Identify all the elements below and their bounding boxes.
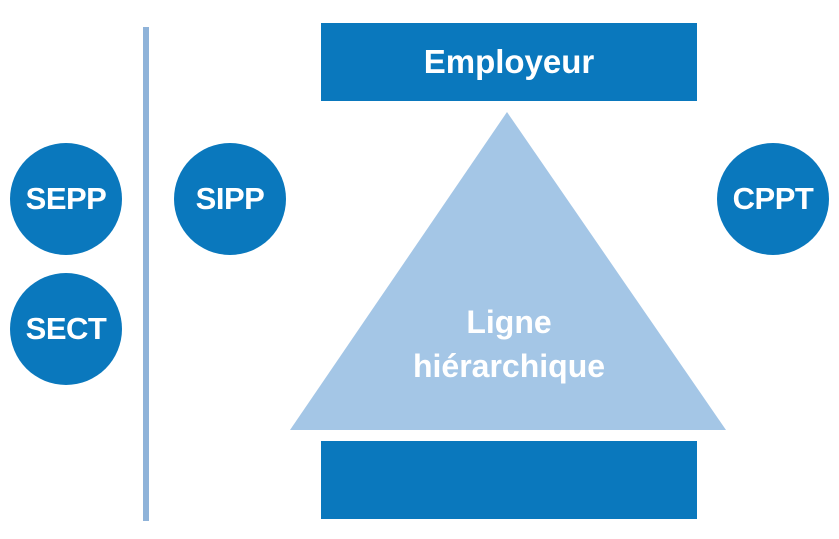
cppt-label: CPPT	[732, 181, 814, 216]
triangle-label-line1: Ligne	[466, 304, 552, 340]
sect-label: SECT	[25, 311, 107, 346]
employeur-bar: Employeur	[321, 23, 697, 101]
sepp-circle: SEPP	[10, 143, 122, 255]
bottom-bar	[321, 441, 697, 519]
sect-circle: SECT	[10, 273, 122, 385]
triangle-label: Ligne hiérarchique	[359, 300, 659, 388]
sepp-label: SEPP	[25, 181, 107, 216]
sipp-circle: SIPP	[174, 143, 286, 255]
sipp-label: SIPP	[195, 181, 265, 216]
vertical-divider	[143, 27, 149, 521]
cppt-circle: CPPT	[717, 143, 829, 255]
employeur-label: Employeur	[423, 43, 595, 80]
triangle-label-line2: hiérarchique	[412, 348, 606, 384]
triangle-shape	[290, 112, 726, 430]
